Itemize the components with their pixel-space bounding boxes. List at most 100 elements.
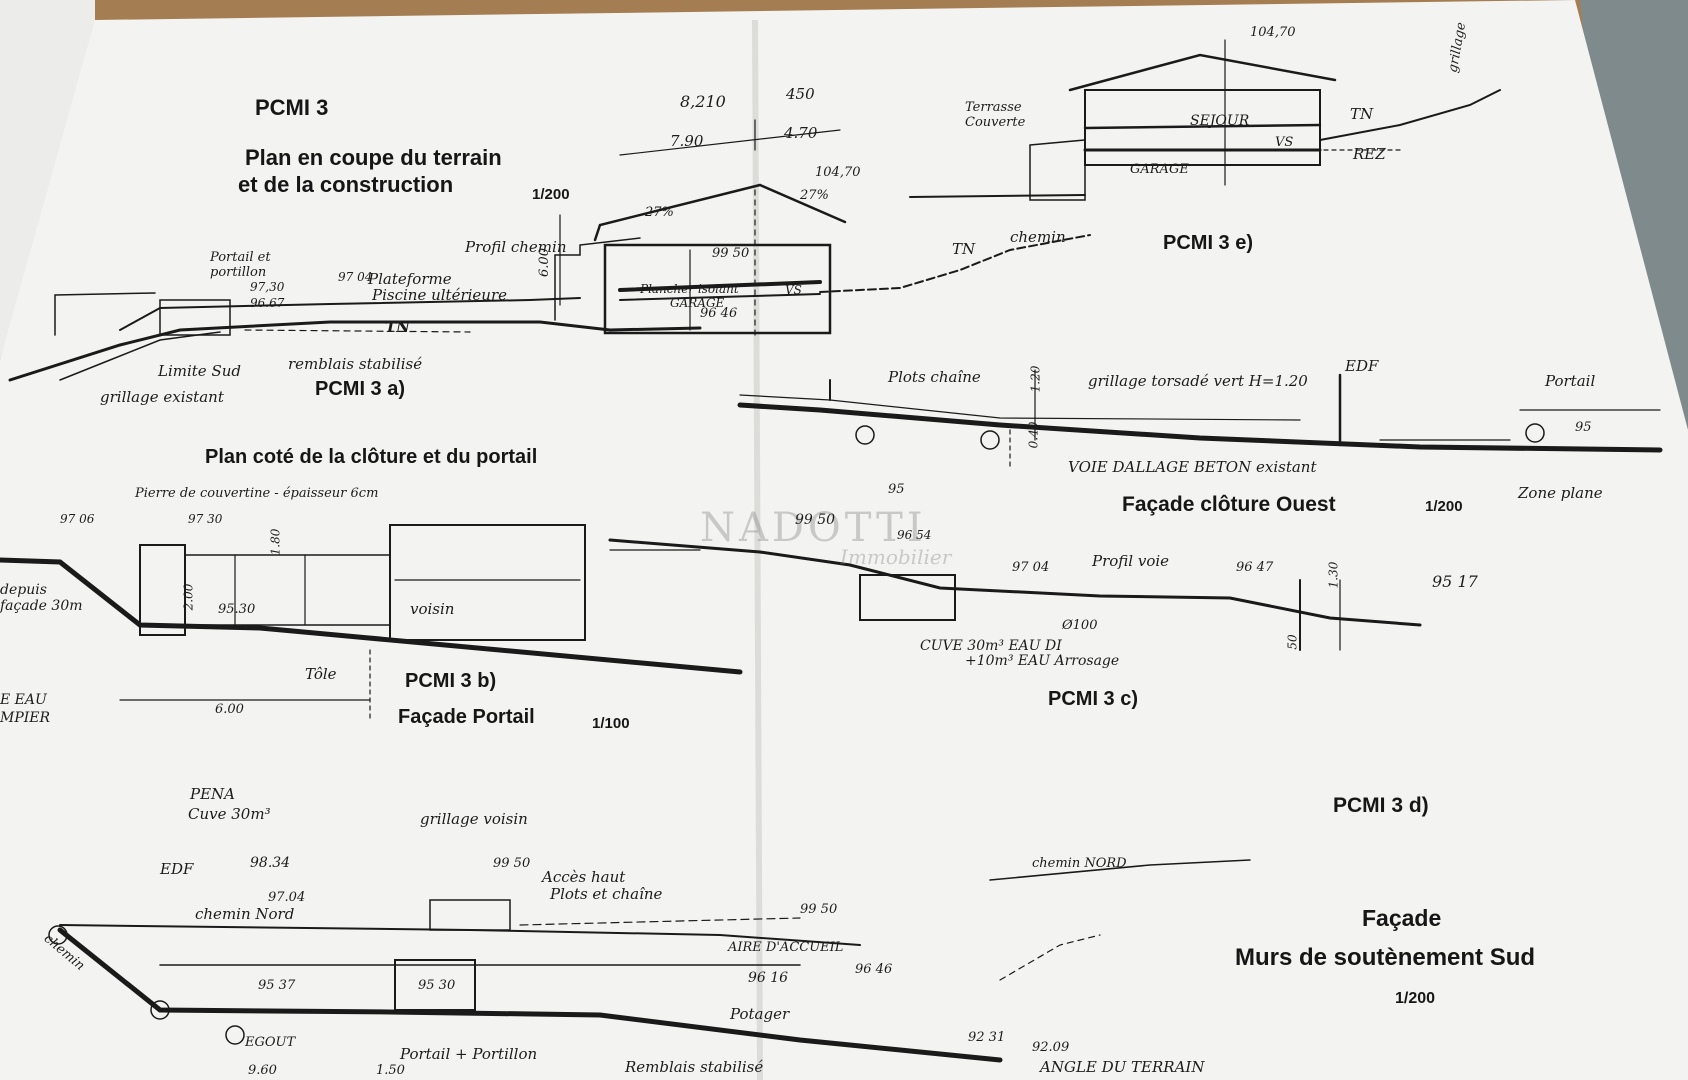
annotation-garage-a: GARAGE (670, 296, 725, 310)
dim-9646: 96 46 (700, 306, 738, 321)
paper-fold (752, 19, 763, 1080)
annotation-rez: REZ (1353, 145, 1386, 163)
annotation-grillage-existant: grillage existant (100, 388, 224, 406)
annotation-tn-e2: TN (1350, 105, 1374, 123)
annotation-vs-e: VS (1275, 135, 1294, 150)
side-object (1580, 0, 1688, 1080)
dim-450: 450 (786, 85, 815, 103)
annotation-plots-chaine-2: Plots et chaîne (550, 885, 663, 903)
dim-9950b: 99 50 (493, 856, 531, 871)
dim-600b: 6.00 (215, 702, 244, 717)
heading-pcmi3b: PCMI 3 b) (405, 670, 497, 692)
dim-9530: 95.30 (218, 602, 256, 617)
annotation-grillage-voisin: grillage voisin (420, 810, 528, 828)
dim-9950: 99 50 (712, 246, 750, 261)
annotation-profil-voie: Profil voie (1092, 552, 1170, 570)
annotation-edf: EDF (1345, 357, 1379, 375)
heading-facade-sud-1: Façade (1362, 905, 1442, 931)
dim-95b: 95 (1575, 420, 1592, 435)
section-c-profile-drawing (608, 538, 1422, 651)
annotation-plots-chaine: Plots chaîne (888, 368, 981, 386)
dim-9646b: 96 46 (855, 962, 893, 977)
section-b-drawing (0, 524, 743, 721)
annotation-angle: ANGLE DU TERRAIN (1040, 1058, 1205, 1076)
annotation-remblais: remblais stabilisé (288, 355, 423, 373)
dim-9704c: 97 06 (60, 512, 95, 526)
annotation-aire: AIRE D'ACCUEIL (728, 940, 844, 955)
heading-pcmi3d: PCMI 3 d) (1333, 794, 1429, 817)
annotation-ampier: MPIER (0, 710, 51, 726)
dim-9537: 95 37 (258, 978, 296, 993)
dim-10470a: 104,70 (815, 165, 861, 180)
heading-facade-sud-scale: 1/200 (1395, 990, 1436, 1007)
annotation-portail-right: Portail (1545, 372, 1596, 390)
dim-9730: 97,30 (250, 280, 285, 294)
dim-9209: 92.09 (1032, 1040, 1070, 1055)
dim-27b: 27% (800, 188, 829, 203)
dim-27a: 27% (645, 205, 674, 220)
annotation-pena: PENA (190, 785, 235, 803)
dim-9834: 98.34 (250, 855, 291, 871)
annotation-cuve-30: Cuve 30m³ (188, 805, 271, 823)
annotation-grillage-rigide: grillage torsadé vert H=1.20 (1088, 372, 1308, 390)
annotation-remblais-2: Remblais stabilisé (625, 1058, 764, 1076)
dim-9530b: 95 30 (418, 978, 456, 993)
section-c-drawing (737, 369, 1663, 471)
heading-pcmi3a: PCMI 3 a) (315, 378, 406, 400)
dim-9616: 96 16 (748, 970, 789, 986)
dim-9517: 95 17 (1432, 572, 1478, 591)
dim-9704d: 97.04 (268, 890, 306, 905)
annotation-tn-a: TN (385, 318, 410, 336)
drawings (0, 39, 1663, 1063)
watermark: NADOTTI Immobilier (700, 505, 951, 569)
dim-600: 6.00 (536, 248, 552, 277)
annotation-pierre: Pierre de couvertine - épaisseur 6cm (135, 486, 379, 501)
annotation-voie: VOIE DALLAGE BETON existant (1068, 458, 1317, 476)
annotation-portail: Portail et portillon (210, 250, 271, 280)
annotation-cuve: CUVE 30m³ EAU DI (920, 638, 1062, 654)
annotation-plateforme: Plateforme (368, 270, 452, 288)
section-title-line1: Plan en coupe du terrain (245, 145, 502, 170)
dim-120: 1.20 (1028, 365, 1043, 393)
annotation-cuve-2: +10m³ EAU Arrosage (965, 653, 1120, 669)
dim-150: 1.50 (376, 1063, 405, 1078)
annotation-depuis: depuis façade 30m (0, 582, 83, 614)
heading-pcmi3c: PCMI 3 c) (1048, 688, 1139, 710)
dim-9654: 96 54 (897, 528, 932, 542)
annotation-egout: EGOUT (245, 1035, 296, 1050)
dim-9231: 92 31 (968, 1030, 1006, 1045)
annotation-portail-portillon: Portail + Portillon (400, 1045, 538, 1063)
annotation-zone-plane: Zone plane (1518, 484, 1603, 502)
dim-9350: 99 50 (795, 512, 836, 528)
dim-100: Ø100 (1062, 618, 1098, 633)
annotation-eau: E EAU (0, 692, 47, 708)
heading-cloture-plan: Plan coté de la clôture et du portail (205, 446, 538, 468)
heading-facade-sud-2: Murs de soutènement Sud (1235, 944, 1536, 971)
heading-facade-cloture-scale: 1/200 (1425, 498, 1463, 515)
heading-pcmi3: PCMI 3 (255, 95, 329, 120)
annotation-tole: Tôle (305, 665, 337, 683)
annotation-chemin-nord: chemin Nord (195, 905, 295, 923)
section-d-drawing (48, 859, 1251, 1063)
dim-130: 1.30 (1326, 561, 1341, 589)
annotation-sejour: SEJOUR (1190, 113, 1250, 129)
section-e-drawing (909, 39, 1501, 201)
dim-95a: 95 (888, 482, 905, 497)
dim-470: 4.70 (784, 124, 818, 142)
annotation-chemin-e: chemin (1010, 228, 1066, 246)
dim-9704b: 97 04 (1012, 560, 1050, 575)
watermark-name: NADOTTI (700, 505, 927, 551)
annotation-vs-a: VS (785, 283, 802, 297)
dim-8210: 8,210 (680, 92, 726, 111)
dim-9950c: 99 50 (800, 902, 838, 917)
annotation-limite-sud: Limite Sud (158, 362, 241, 380)
annotation-acces-haut: Accès haut (542, 868, 626, 886)
annotation-garage-e: GARAGE (1130, 162, 1189, 177)
dim-9647: 96 47 (1236, 560, 1274, 575)
heading-pcmi3e: PCMI 3 e) (1163, 232, 1254, 254)
dim-9730b: 97 30 (188, 512, 223, 526)
heading-facade-portail-scale: 1/100 (592, 715, 630, 732)
dim-040: 0.40 (1026, 421, 1041, 449)
annotation-terrasse: Terrasse Couverte (965, 100, 1026, 130)
